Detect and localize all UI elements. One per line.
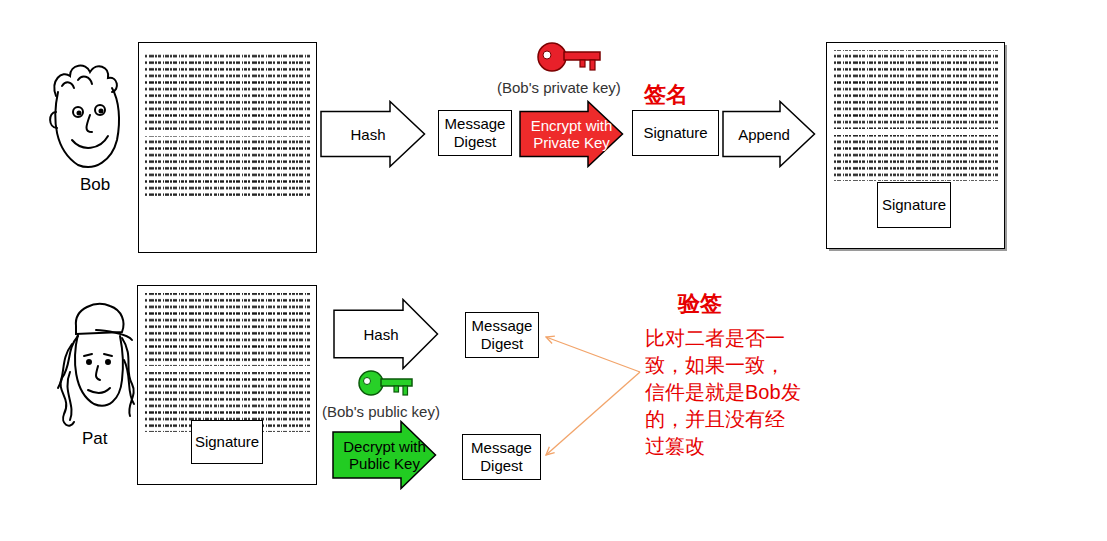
box-label: Signature	[880, 196, 948, 214]
box-label: Message Digest	[441, 115, 509, 151]
process-box: Message Digest	[438, 110, 512, 156]
box-label: Message Digest	[465, 439, 538, 475]
document-page	[138, 286, 317, 485]
box-label: Append	[727, 126, 801, 143]
box-label: Message Digest	[468, 317, 536, 353]
box-label: Decrypt with Public Key	[339, 438, 431, 472]
process-box: Signature	[877, 182, 951, 228]
person-name: Pat	[82, 429, 108, 449]
document-page	[827, 43, 1008, 252]
process-box: Signature	[632, 110, 719, 156]
key-icon	[538, 43, 600, 71]
step-heading: 签名	[644, 80, 688, 110]
step-heading: 验签	[678, 289, 722, 319]
block-arrow: Append	[722, 100, 816, 168]
box-label: Signature	[635, 124, 716, 142]
person-figure	[50, 66, 119, 167]
box-label: Hash	[325, 126, 411, 143]
block-arrow: Hash	[333, 298, 439, 370]
key-caption: (Bob's private key)	[497, 79, 621, 96]
box-label: Signature	[194, 433, 260, 451]
block-arrow: Hash	[320, 100, 426, 168]
key-caption: (Bob's public key)	[322, 403, 440, 420]
box-label: Encrypt with Private Key	[526, 117, 618, 151]
leader-arrow	[546, 337, 640, 455]
person-figure	[58, 304, 134, 426]
process-box: Message Digest	[465, 312, 539, 358]
process-box: Signature	[191, 420, 263, 464]
document-page	[139, 43, 317, 253]
process-box: Message Digest	[462, 434, 541, 480]
key-icon	[359, 371, 412, 395]
callout-note: 比对二者是否一致，如果一致，信件是就是Bob发的，并且没有经过篡改	[645, 325, 801, 460]
box-label: Hash	[338, 326, 424, 343]
person-name: Bob	[80, 175, 110, 195]
block-arrow: Decrypt with Public Key	[332, 420, 437, 490]
block-arrow: Encrypt with Private Key	[519, 100, 624, 168]
